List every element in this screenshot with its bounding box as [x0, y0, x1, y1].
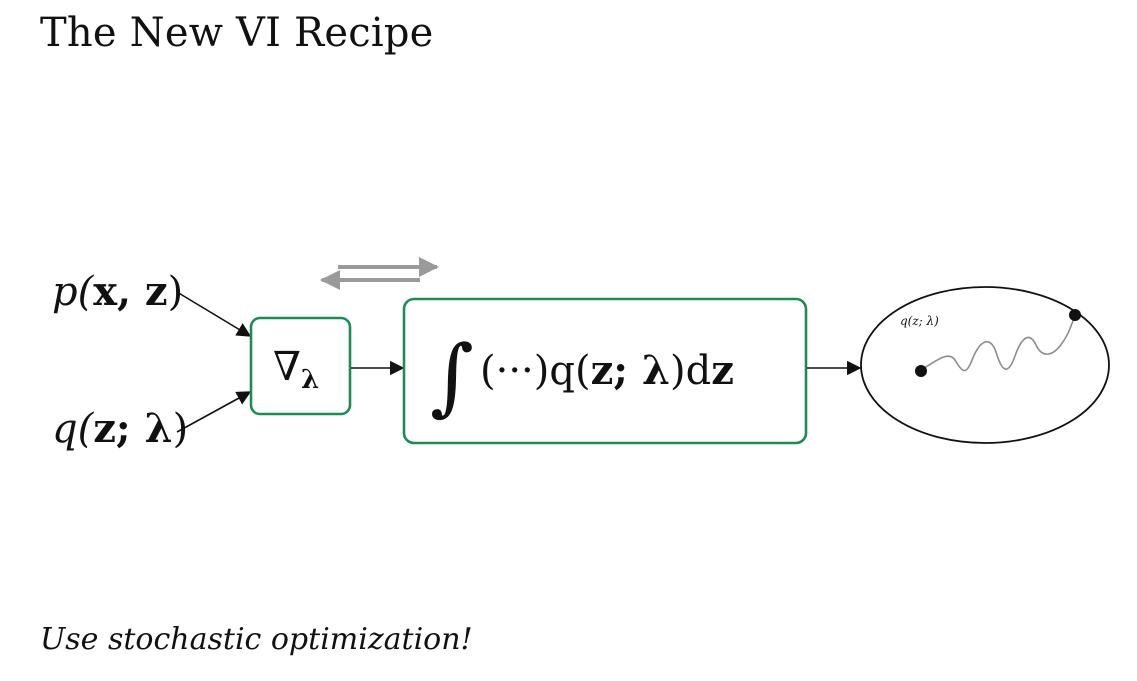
model-to-gradient-arrow	[176, 291, 252, 337]
family-to-gradient-arrow	[176, 391, 252, 433]
model-label: p(x, z)	[52, 268, 183, 315]
caption: Use stochastic optimization!	[40, 622, 473, 657]
integral-sign: ∫	[430, 327, 474, 425]
optimization-path	[920, 315, 1076, 372]
slide-title: The New VI Recipe	[40, 10, 434, 56]
ellipse-label: q(z; λ)	[900, 314, 939, 328]
integral-expression: (···)q(z; λ)dz	[480, 347, 734, 394]
gradient-box	[249, 316, 352, 416]
integral-box	[402, 297, 808, 445]
variational-family-label: q(z; λ)	[52, 405, 188, 452]
double-arrow-icon	[320, 257, 439, 290]
output-ellipse	[860, 286, 1110, 444]
gradient-operator: ∇λ	[273, 344, 319, 395]
end-point	[1069, 309, 1081, 321]
start-point	[915, 365, 927, 377]
